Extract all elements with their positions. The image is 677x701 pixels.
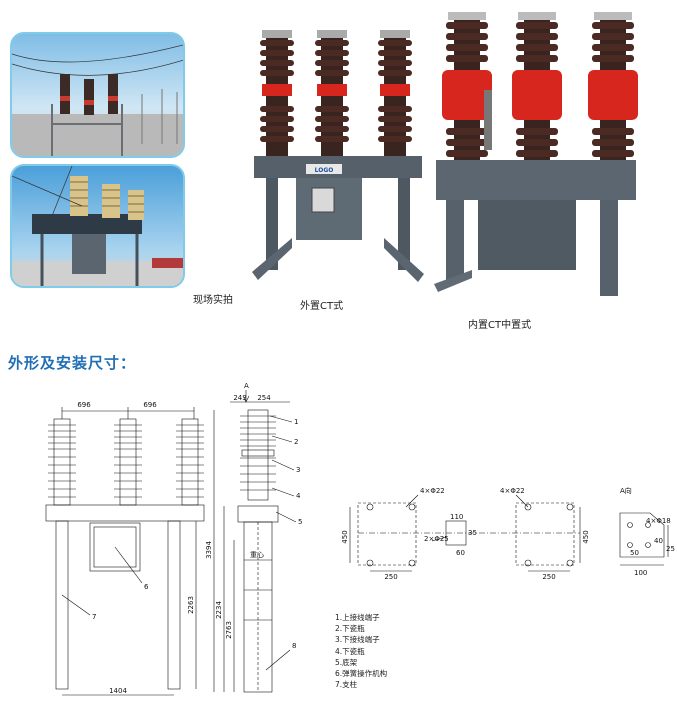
external-ct-caption: 外置CT式: [300, 301, 344, 312]
side-view-label-a: A: [244, 382, 249, 390]
front-callout-7: 7: [92, 613, 96, 621]
side-callout-8: 8: [292, 642, 296, 650]
plan-holes-left: 4×Φ22: [420, 487, 445, 495]
side-dim-3394: 3394: [205, 541, 213, 559]
legend-item: 4.下瓷瓶: [335, 646, 365, 656]
side-callout-4: 4: [296, 492, 301, 500]
view-a-d50: 50: [630, 549, 639, 557]
substation-photo-2: [12, 166, 183, 286]
side-dim-243: 243: [233, 394, 246, 402]
internal-ct-breaker-photo: [432, 10, 642, 310]
site-photo-bottom: [10, 164, 185, 288]
view-a-d100: 100: [634, 569, 647, 577]
plan-mid-35: 35: [468, 529, 477, 537]
view-a-drawing: A向 4×Φ18 50 40 25 100: [619, 486, 675, 577]
internal-ct-caption: 内置CT中置式: [468, 320, 532, 331]
legend-item: 5.底架: [335, 657, 358, 667]
plan-mid-110: 110: [450, 513, 463, 521]
plan-depth-left: 450: [341, 530, 349, 543]
side-callout-3: 3: [296, 466, 300, 474]
plan-mid-60: 60: [456, 549, 465, 557]
site-photo-top: [10, 32, 185, 158]
plan-holes-right: 4×Φ22: [500, 487, 525, 495]
side-dim-254: 254: [257, 394, 271, 402]
side-dim-2763: 2763: [225, 621, 233, 639]
side-dim-2234: 2234: [215, 601, 223, 619]
legend-item: 7.支柱: [335, 680, 358, 690]
front-dim-right: 696: [143, 401, 157, 409]
side-view-drawing: A 243 254 3394 2234 2763 重心 1 2 3 4 5 8: [205, 382, 302, 693]
plan-mid-holes: 2×Φ25: [424, 535, 449, 543]
front-dim-left: 696: [77, 401, 91, 409]
plan-width-right: 250: [542, 573, 555, 581]
front-view-drawing: 696 696 1404 2263 6 7: [45, 401, 205, 696]
legend-item: 6.弹簧操作机构: [335, 669, 388, 679]
view-a-title: A向: [620, 486, 632, 495]
svg-text:LOGO: LOGO: [315, 167, 334, 174]
site-photo-caption: 现场实拍: [193, 295, 233, 306]
base-plan-drawing: 4×Φ22 4×Φ22 250 250 450 450 110 2×Φ25 60…: [341, 487, 590, 581]
side-callout-1: 1: [294, 418, 298, 426]
view-a-d25: 25: [666, 545, 675, 553]
legend-item: 3.下接线端子: [335, 635, 380, 645]
plan-depth-right: 450: [582, 530, 590, 543]
side-callout-2: 2: [294, 438, 298, 446]
side-callout-5: 5: [298, 518, 302, 526]
view-a-holes: 4×Φ18: [646, 517, 671, 525]
front-dim-bottom: 1404: [109, 687, 127, 695]
external-ct-breaker-photo: LOGO: [248, 18, 428, 283]
front-dim-height: 2263: [187, 596, 195, 614]
plan-width-left: 250: [384, 573, 397, 581]
side-center-label: 重心: [250, 551, 264, 559]
front-callout-6: 6: [144, 583, 149, 591]
section-title: 外形及安装尺寸：: [8, 354, 137, 372]
substation-photo-1: [12, 44, 183, 156]
legend-item: 1.上接线端子: [335, 613, 380, 622]
view-a-d40: 40: [654, 537, 663, 545]
parts-legend: 1.上接线端子 2.下瓷瓶 3.下接线端子 4.下瓷瓶 5.底架 6.弹簧操作机…: [335, 612, 387, 690]
legend-item: 2.下瓷瓶: [335, 624, 365, 634]
